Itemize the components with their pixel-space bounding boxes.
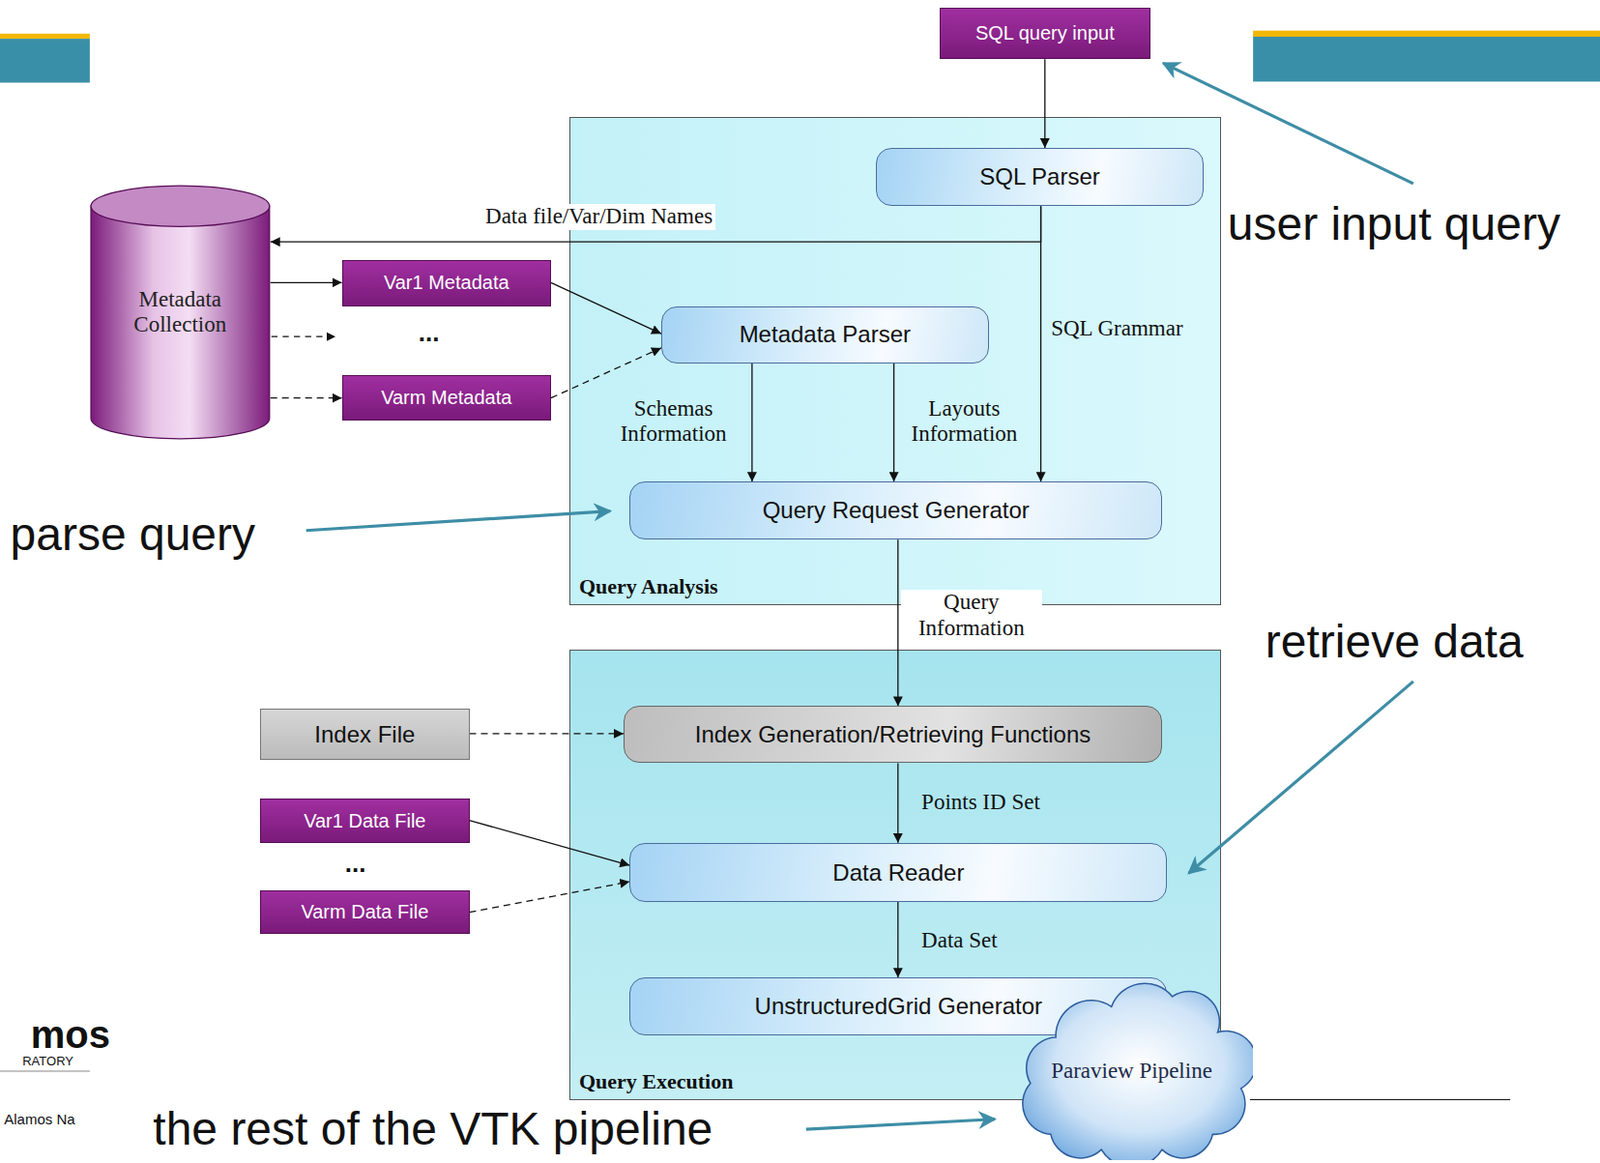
edge-label-box: Data file/Var/Dim Names <box>482 203 716 230</box>
footer-line <box>1250 1099 1511 1101</box>
panel-label: Query Analysis <box>579 574 719 600</box>
header-bar <box>1252 30 1600 37</box>
logo-text: RATORY <box>22 1054 74 1069</box>
callout-arrow <box>1189 681 1414 873</box>
edge-label: Data Set <box>921 928 998 953</box>
box-text: Index Generation/Retrieving Functions <box>695 721 1092 749</box>
stage-panel: SQL ParserMetadata ParserQuery Request G… <box>569 116 1222 606</box>
header-bar <box>0 38 90 83</box>
header-bar <box>1252 36 1600 82</box>
pipeline-cloud: Paraview Pipeline <box>1010 981 1253 1161</box>
data-box: SQL query input <box>939 7 1150 59</box>
edge-label: Schemas Information <box>620 396 728 446</box>
data-box: Var1 Metadata <box>342 260 552 306</box>
connector <box>897 901 899 978</box>
edge-label: Data file/Var/Dim Names <box>485 203 713 229</box>
connector <box>469 732 624 734</box>
edge-label: Layouts Information <box>910 396 1018 446</box>
callout-text: the rest of the VTK pipeline <box>152 1105 713 1154</box>
box-text: Varm Metadata <box>380 386 512 409</box>
file-box: Index File <box>260 708 469 761</box>
footer-text: Alamos Na <box>3 1111 75 1128</box>
ellipsis: ... <box>345 850 367 877</box>
edge-label: Query Information <box>918 589 1025 640</box>
connector <box>897 539 899 706</box>
process-box: Query Request Generator <box>629 481 1163 540</box>
callout-text: user input query <box>1227 200 1561 249</box>
connector <box>751 363 753 482</box>
panel-label: Query Execution <box>579 1069 734 1095</box>
connector <box>893 363 895 482</box>
panel-title: Query Analysis <box>579 574 719 599</box>
callout-text: parse query <box>10 510 256 559</box>
logo-line <box>0 1070 90 1072</box>
data-box: Var1 Data File <box>260 798 469 843</box>
edge-label-box: Layouts Information <box>903 396 1025 448</box>
box-text: UnstructuredGrid Generator <box>755 992 1043 1020</box>
box-text: Varm Data File <box>300 901 429 924</box>
data-box: Varm Metadata <box>342 375 552 420</box>
box-text: SQL Parser <box>979 163 1101 191</box>
box-text: Paraview Pipeline <box>1040 1058 1224 1084</box>
connector <box>1040 205 1042 482</box>
callout-text: retrieve data <box>1265 617 1524 667</box>
callout-arrow <box>806 1119 995 1131</box>
edge-label-box: Schemas Information <box>606 396 742 448</box>
box-text: SQL query input <box>975 22 1115 45</box>
header-bar <box>0 33 90 39</box>
box-text: Metadata Parser <box>739 320 911 349</box>
connector <box>897 762 899 843</box>
connector <box>1044 58 1046 148</box>
logo-text: mos <box>30 1014 111 1055</box>
edge-label-box: SQL Grammar <box>1050 316 1183 342</box>
box-text: Data Reader <box>832 859 964 887</box>
process-box: SQL Parser <box>875 147 1205 206</box>
edge-label: Points ID Set <box>921 789 1041 815</box>
edge-label-box: Points ID Set <box>921 789 1041 815</box>
process-box: Metadata Parser <box>661 306 990 364</box>
box-text: Metadata Collection <box>116 287 243 339</box>
box-text: Var1 Metadata <box>383 271 510 294</box>
edge-label: SQL Grammar <box>1050 316 1183 341</box>
ellipsis: ... <box>418 320 440 347</box>
panel-title: Query Execution <box>579 1069 734 1094</box>
data-box: Varm Data File <box>260 890 469 933</box>
edge-label-box: Query Information <box>901 589 1043 641</box>
edge-label-box: Data Set <box>921 928 998 954</box>
connector <box>270 282 343 284</box>
callout-arrow <box>306 511 611 531</box>
process-box: Data Reader <box>629 843 1167 902</box>
connector <box>270 397 343 399</box>
dashed-arrow <box>271 336 335 338</box>
box-text: Index File <box>314 721 415 749</box>
database-cylinder: Metadata Collection <box>89 183 271 441</box>
index-box: Index Generation/Retrieving Functions <box>623 705 1163 763</box>
box-text: Var1 Data File <box>303 810 426 833</box>
box-text: Query Request Generator <box>762 496 1030 524</box>
